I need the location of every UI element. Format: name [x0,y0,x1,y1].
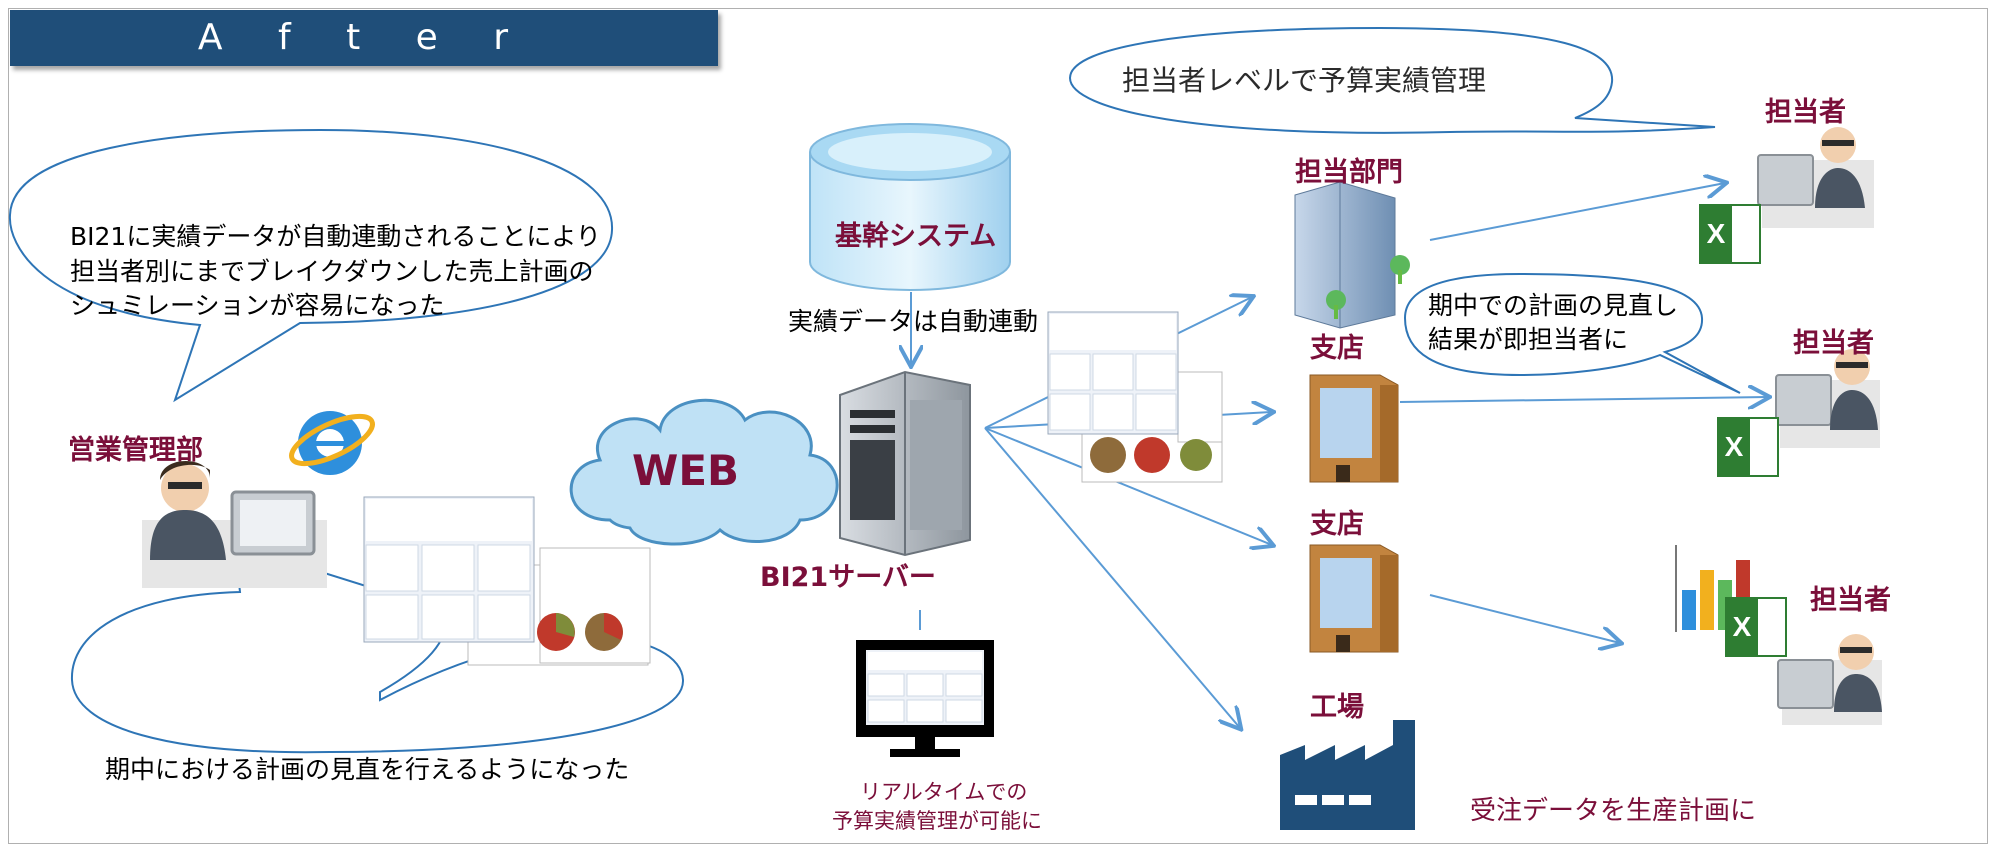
browser-e-icon [289,411,375,475]
svg-text:X: X [1707,218,1726,249]
bubble-middle-right [1403,272,1741,394]
bubble-sales-top-line3: シュミレーションが容易になった [70,291,445,320]
person2-label: 担当者 [1793,328,1874,359]
bubble-sales-bottom-text: 期中における計画の見直を行えるようになった [105,755,630,784]
core-system-label: 基幹システム [835,221,997,252]
dept-building-icon [1294,181,1410,329]
sales-dept-label: 営業管理部 [68,435,203,466]
diagram-frame [8,8,1988,844]
person2-icon [1775,349,1880,448]
svg-text:X: X [1733,611,1752,642]
dashboard-screenshot-center [1047,311,1223,483]
person3-label: 担当者 [1810,585,1891,616]
branch2-building-icon [1309,544,1399,653]
branch1-building-icon [1309,374,1399,483]
auto-link-label: 実績データは自動連動 [788,307,1039,336]
sales-person-icon [142,460,327,588]
svg-text:X: X [1725,431,1744,462]
bubble-top-right-text: 担当者レベルで予算実績管理 [1122,64,1487,97]
bubble-sales-top [8,128,614,403]
dashboard-screenshot-left [363,496,651,666]
bi21-server-icon [839,370,971,557]
web-label: WEB [632,446,740,495]
order-note-label: 受注データを生産計画に [1470,796,1757,826]
realtime-line2: 予算実績管理が可能に [832,809,1042,833]
bubble-sales-top-line2: 担当者別にまでブレイクダウンした売上計画の [70,257,594,286]
person3-icon [1777,634,1882,725]
core-system-database-icon [809,123,1011,291]
excel2-icon: X [1717,417,1779,477]
chart-report-icon: X [1675,545,1787,657]
realtime-line1: リアルタイムでの [860,780,1028,804]
monitor-dashboard-icon [856,640,994,757]
title-bar [10,10,718,66]
person1-label: 担当者 [1765,97,1846,128]
factory-icon [1280,720,1415,830]
page-title: A f t e r [197,17,531,58]
person1-icon [1757,127,1874,228]
bubble-sales-top-line1: BI21に実績データが自動連動されることにより [70,222,601,251]
excel1-icon: X [1699,204,1761,264]
bubble-middle-right-line1: 期中での計画の見直し [1428,291,1679,320]
branch1-label: 支店 [1310,333,1364,364]
factory-label: 工場 [1310,692,1364,723]
server-label: BI21サーバー [760,562,936,593]
bubble-sales-bottom [70,543,685,754]
web-cloud-icon [569,398,839,546]
bubble-middle-right-line2: 結果が即担当者に [1428,325,1629,354]
bubble-top-right [1068,26,1716,134]
dept-label: 担当部門 [1295,157,1403,188]
branch2-label: 支店 [1310,509,1364,540]
